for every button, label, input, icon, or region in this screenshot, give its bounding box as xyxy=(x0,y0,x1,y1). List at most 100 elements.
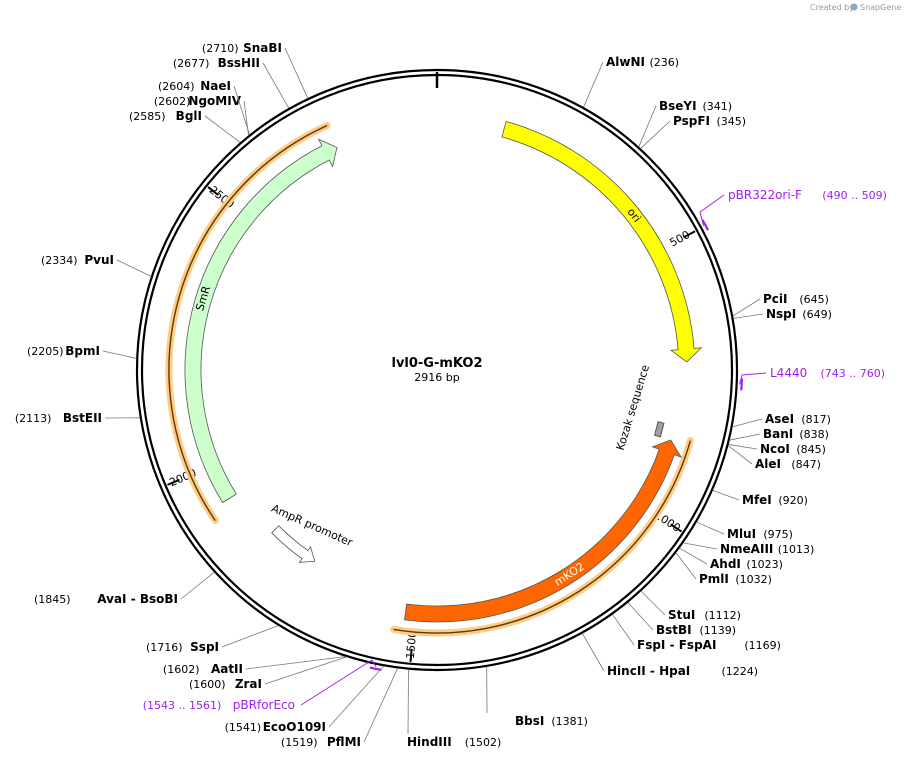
site-25-name[interactable]: AvaI - BsoBI xyxy=(97,592,178,606)
site-33-name[interactable]: SnaBI xyxy=(243,41,282,55)
site-21-name[interactable]: EcoO109I xyxy=(263,720,326,734)
site-26-pos: (2113) xyxy=(15,412,52,425)
site-13-leader xyxy=(675,552,697,580)
credit-badge: Created by SnapGene xyxy=(810,3,901,12)
site-14-name[interactable]: StuI xyxy=(668,608,695,622)
plasmid-name: lvl0-G-mKO2 xyxy=(391,356,482,371)
primer-0-leader xyxy=(699,211,705,227)
site-0-leader xyxy=(583,61,604,108)
backbone-outer-strand xyxy=(135,68,739,672)
site-6-leader xyxy=(729,433,761,441)
site-6-name[interactable]: BanI xyxy=(763,427,793,441)
site-7-name[interactable]: NcoI xyxy=(760,442,790,456)
site-22-leader xyxy=(264,656,347,685)
site-15-leader xyxy=(627,602,654,631)
tick-label-500: 500 xyxy=(668,228,693,249)
site-22-pos: (1600) xyxy=(189,678,226,691)
credit-brand: SnapGene xyxy=(860,3,901,12)
site-5-name[interactable]: AseI xyxy=(765,412,794,426)
site-21-leader xyxy=(328,665,384,728)
primer-2-pos: (1543 .. 1561) xyxy=(143,699,222,712)
primer-2-name: pBRforEco xyxy=(233,698,295,712)
primer-1-bar xyxy=(740,378,743,391)
site-24-leader xyxy=(221,625,279,648)
site-2-leader xyxy=(640,120,671,149)
site-15-pos: (1139) xyxy=(700,624,737,637)
site-3-name[interactable]: PciI xyxy=(763,292,788,306)
primer-0-connector xyxy=(699,194,725,213)
site-12-name[interactable]: AhdI xyxy=(710,557,741,571)
site-4-pos: (649) xyxy=(802,308,832,321)
site-4-name[interactable]: NspI xyxy=(766,307,796,321)
site-33-pos: (2710) xyxy=(202,42,239,55)
site-16-name[interactable]: FspI - FspAI xyxy=(637,638,716,652)
site-32-name[interactable]: BssHII xyxy=(218,56,260,70)
site-5-pos: (817) xyxy=(801,413,831,426)
site-0-name[interactable]: AlwNI xyxy=(606,55,645,69)
site-18-name[interactable]: BbsI xyxy=(515,714,544,728)
site-28-leader xyxy=(116,259,152,277)
site-30-name[interactable]: NgoMIV xyxy=(188,94,241,108)
site-23-leader xyxy=(245,656,346,670)
site-10-name[interactable]: MluI xyxy=(727,527,756,541)
site-23-name[interactable]: AatII xyxy=(211,662,243,676)
primer-markers: pBR322ori-F(490 .. 509)L4440(743 .. 760)… xyxy=(143,188,887,712)
site-16-pos: (1169) xyxy=(744,639,781,652)
site-20-name[interactable]: PflMI xyxy=(327,735,361,749)
restriction-sites: AlwNI(236)BseYI(341)PspFI(345)PciI(645)N… xyxy=(15,41,832,749)
site-20-leader xyxy=(363,668,398,743)
site-33-leader xyxy=(284,47,309,99)
feature-smr-arrow xyxy=(184,138,338,504)
primer-2-bar xyxy=(369,666,382,671)
site-14-pos: (1112) xyxy=(704,609,741,622)
orf-tracks xyxy=(165,122,694,637)
site-12-leader xyxy=(679,547,708,565)
site-19-name[interactable]: HindIII xyxy=(407,735,452,749)
tick-mark-2000 xyxy=(167,478,180,486)
site-25-leader xyxy=(180,571,215,600)
credit-text: Created by xyxy=(810,3,854,12)
site-11-name[interactable]: NmeAIII xyxy=(720,542,773,556)
tick-mark-2500 xyxy=(207,186,219,196)
site-31-name[interactable]: NaeI xyxy=(200,79,231,93)
site-1-name[interactable]: BseYI xyxy=(659,99,697,113)
site-9-leader xyxy=(712,490,740,501)
site-31-pos: (2604) xyxy=(158,80,195,93)
site-22-name[interactable]: ZraI xyxy=(235,677,262,691)
site-28-name[interactable]: PvuI xyxy=(84,253,114,267)
site-13-name[interactable]: PmlI xyxy=(699,572,729,586)
site-26-name[interactable]: BstEII xyxy=(63,411,102,425)
site-7-leader xyxy=(728,444,758,450)
site-5-leader xyxy=(732,418,763,428)
site-24-name[interactable]: SspI xyxy=(190,640,219,654)
site-11-leader xyxy=(683,542,718,550)
site-2-name[interactable]: PspFI xyxy=(673,114,710,128)
site-3-pos: (645) xyxy=(799,293,829,306)
site-23-pos: (1602) xyxy=(163,663,200,676)
site-17-name[interactable]: HincII - HpaI xyxy=(607,664,690,678)
site-15-name[interactable]: BstBI xyxy=(656,623,692,637)
site-11-pos: (1013) xyxy=(778,543,815,556)
site-8-name[interactable]: AleI xyxy=(755,457,781,471)
site-9-pos: (920) xyxy=(778,494,808,507)
feature-kozak-sequence-label: Kozak sequence xyxy=(614,363,652,452)
site-7-pos: (845) xyxy=(796,443,826,456)
site-32-pos: (2677) xyxy=(173,57,210,70)
site-29-name[interactable]: BglI xyxy=(176,109,202,123)
feature-mko2-arrow xyxy=(404,439,683,623)
site-29-pos: (2585) xyxy=(129,110,166,123)
primer-1-connector xyxy=(741,372,767,376)
site-0-pos: (236) xyxy=(650,56,680,69)
primer-0-pos: (490 .. 509) xyxy=(822,189,887,202)
site-27-leader xyxy=(102,350,137,359)
feature-ampr-promoter-arrow xyxy=(271,525,316,563)
tick-mark-500 xyxy=(683,230,696,239)
feature-ori-arrow xyxy=(501,120,703,363)
site-10-leader xyxy=(696,521,725,535)
site-27-name[interactable]: BpmI xyxy=(65,344,100,358)
site-13-pos: (1032) xyxy=(735,573,772,586)
site-16-leader xyxy=(612,614,635,646)
site-9-name[interactable]: MfeI xyxy=(742,493,772,507)
primer-1-name: L4440 xyxy=(770,366,807,380)
